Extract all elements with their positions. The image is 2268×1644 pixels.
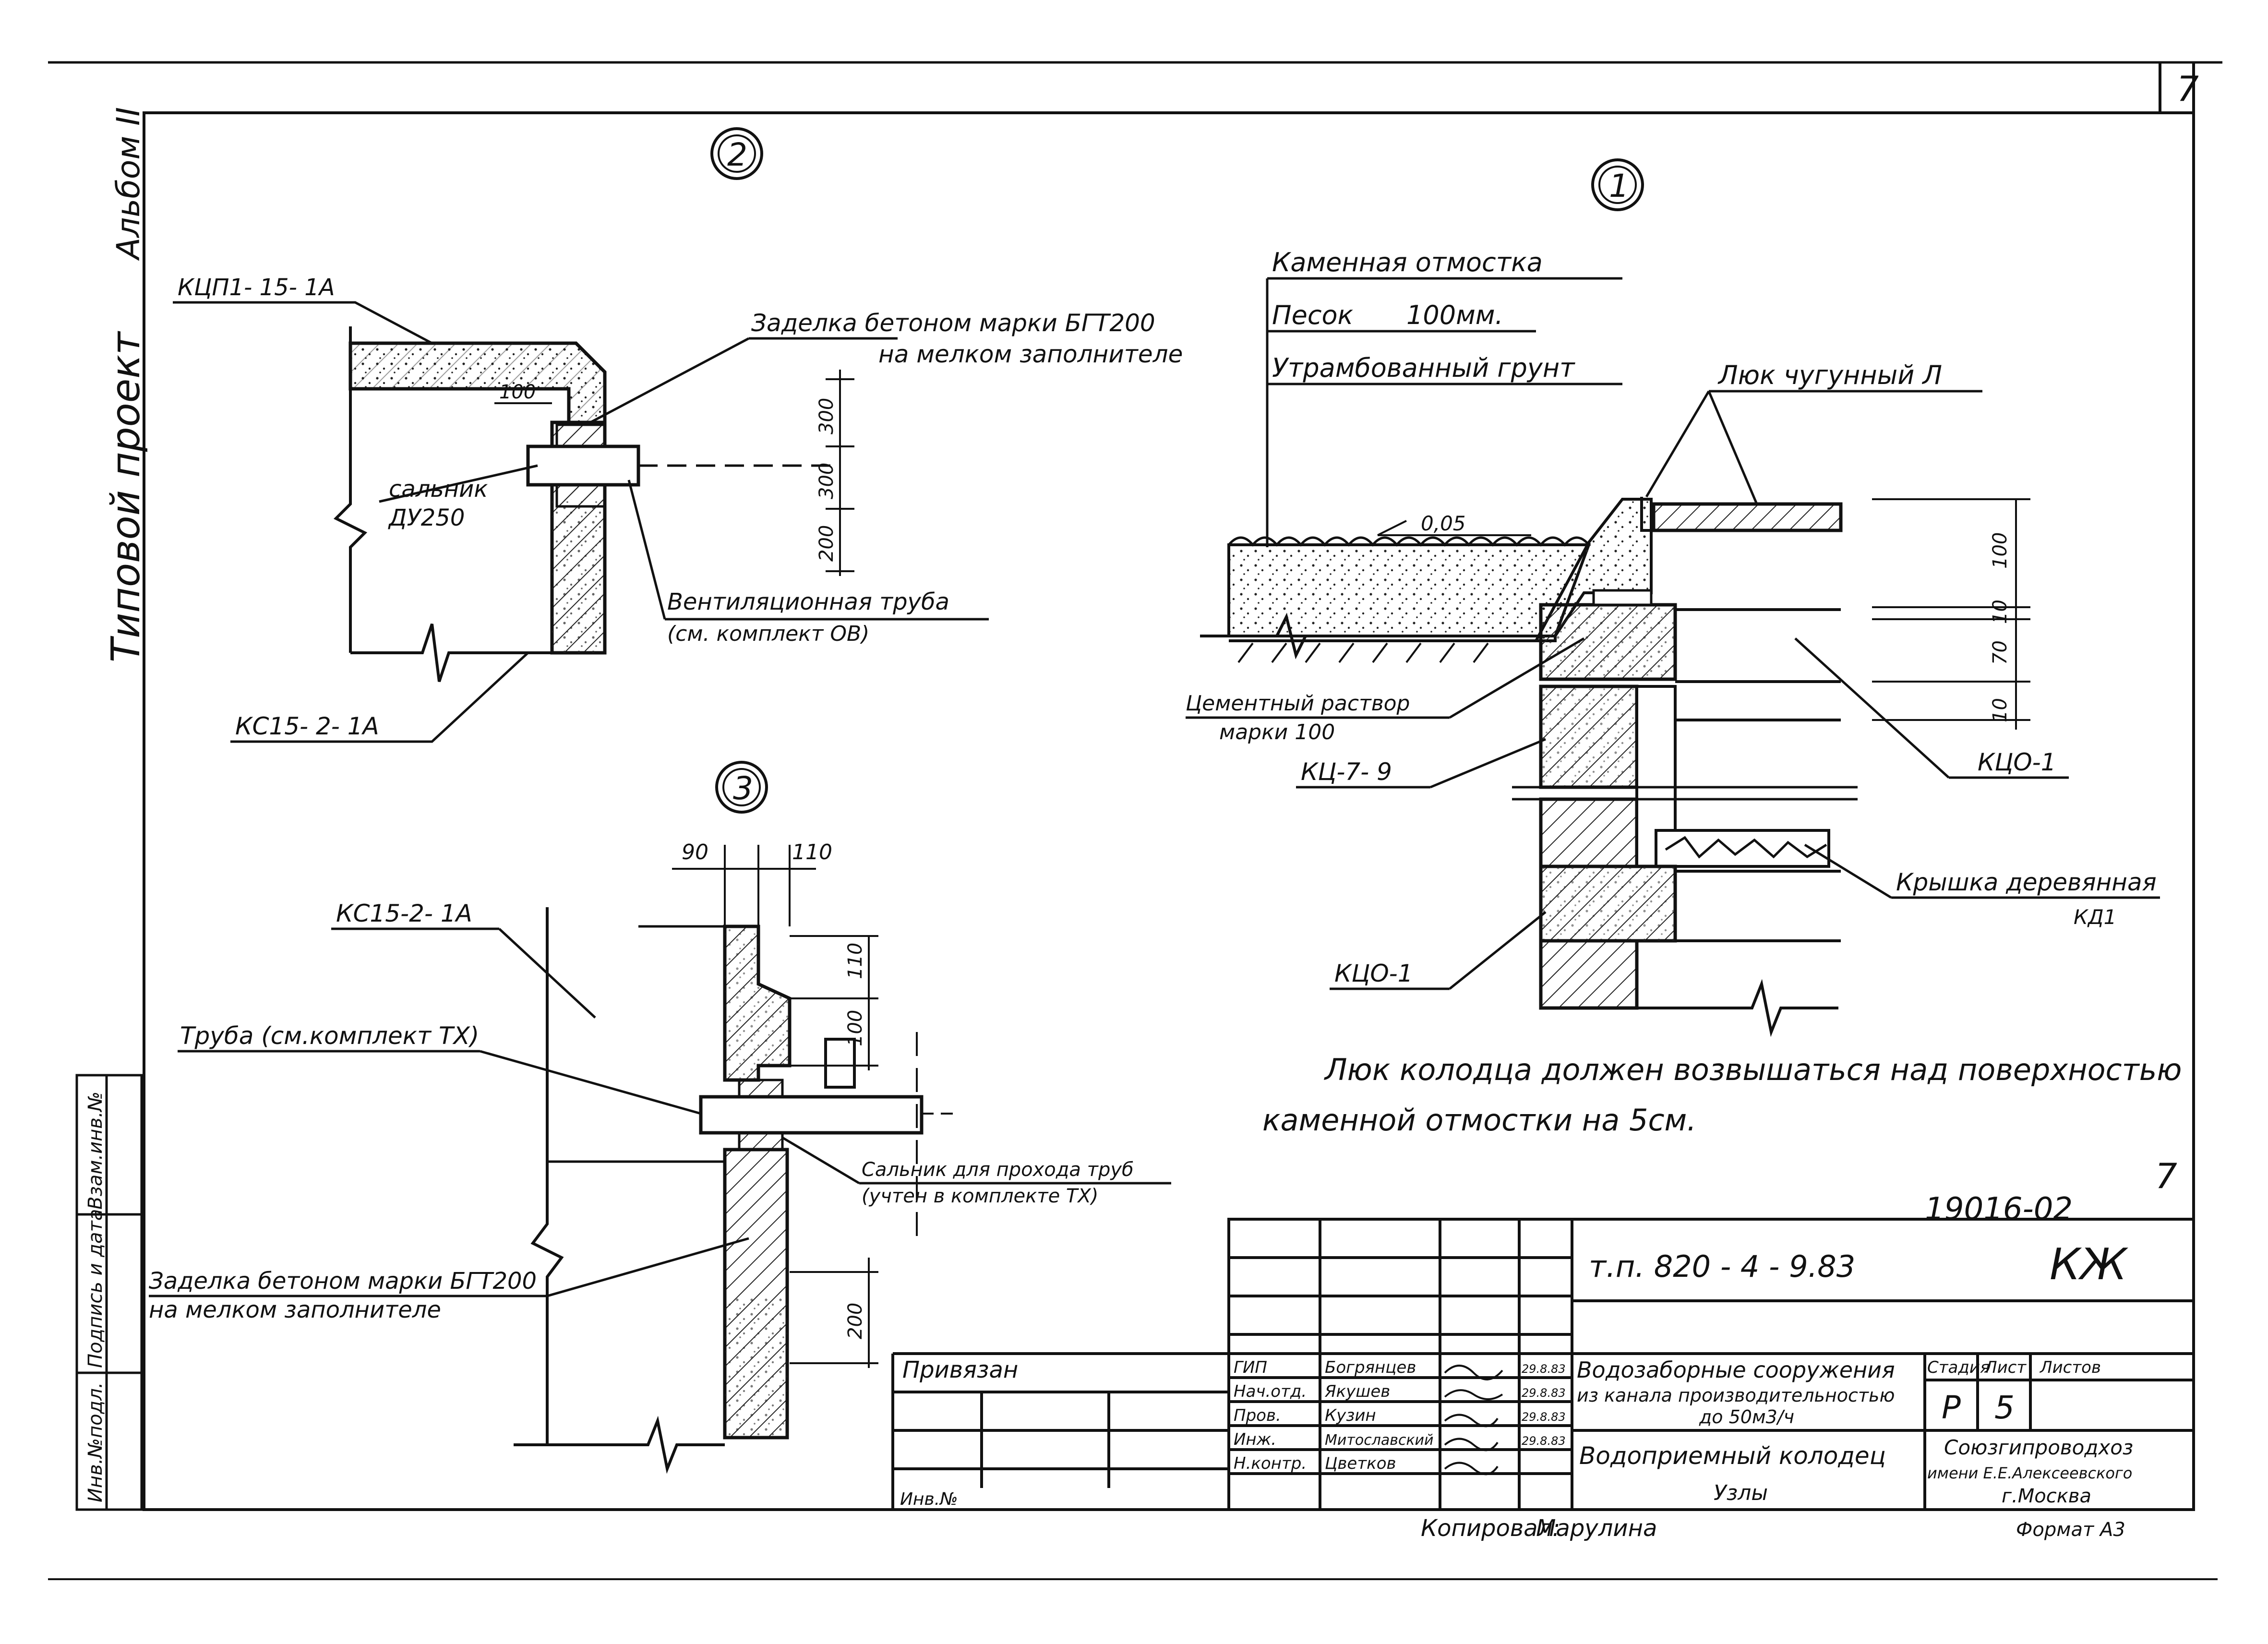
side-stamp xyxy=(75,1074,143,1511)
node-1-ring-label: КЦ-7- 9 xyxy=(1301,758,1392,786)
role-5: Н.контр. xyxy=(1234,1454,1307,1473)
title-line-4: Водоприемный колодец xyxy=(1579,1442,1886,1470)
stamp-inv-orig: Инв.№подл. xyxy=(84,1382,107,1502)
node-1-number: 1 xyxy=(1609,168,1629,204)
date-4: 29.8.83 xyxy=(1522,1434,1566,1448)
copied-label: Копировал: xyxy=(1421,1515,1560,1542)
name-2: Якушев xyxy=(1324,1382,1390,1401)
node-1-mortar-2: марки 100 xyxy=(1219,720,1335,744)
node-2-dim-300: 300 xyxy=(816,398,838,434)
node-3-dim-110: 110 xyxy=(792,840,832,864)
node-1-slope: 0,05 xyxy=(1421,512,1466,535)
date-2: 29.8.83 xyxy=(1522,1386,1566,1400)
org-line-2: имени Е.Е.Алексеевского xyxy=(1927,1464,2132,1482)
node-1-layer-2-thickness: 100мм. xyxy=(1406,300,1503,330)
sheets-header: Листов xyxy=(2039,1358,2101,1377)
node-1-dim-10a: 10 xyxy=(1989,600,2011,624)
format-label: Формат А3 xyxy=(2016,1519,2125,1541)
node-3-dim-110v: 110 xyxy=(844,943,866,979)
title-line-1: Водозаборные сооружения xyxy=(1577,1357,1895,1383)
node-2-gland-label: сальник xyxy=(389,476,488,503)
node-3-pipe-label: Труба (см.комплект ТХ) xyxy=(180,1022,479,1050)
node-1-mortar: Цементный раствор xyxy=(1186,691,1410,716)
side-labels: Альбом II Типовой проект xyxy=(103,107,149,662)
node-1-plate-label-2: КЦО-1 xyxy=(1334,960,1413,987)
node-3-dim-100: 100 xyxy=(844,1010,866,1046)
node-3-ring-label: КС15-2- 1А xyxy=(336,900,472,927)
page-number: 7 xyxy=(2177,69,2199,109)
title-line-3: до 50м3/ч xyxy=(1699,1406,1794,1428)
node-2-vent-pipe-ref: (см. комплект ОВ) xyxy=(667,622,869,646)
stage-header: Стадия xyxy=(1927,1358,1990,1377)
project-code: т.п. 820 - 4 - 9.83 xyxy=(1589,1249,1855,1284)
node-1-dim-10b: 10 xyxy=(1989,698,2011,722)
node-3-sealing-label: Заделка бетоном марки БГТ200 xyxy=(149,1268,537,1295)
album-label: Альбом II xyxy=(110,107,147,261)
drawing-mark: КЖ xyxy=(2050,1239,2129,1290)
node-2-sealing-label-2: на мелком заполнителе xyxy=(878,340,1183,368)
node-1-dim-70: 70 xyxy=(1989,640,2011,665)
org-line-3: г.Москва xyxy=(2002,1485,2091,1507)
node-1: 1 xyxy=(1186,158,2160,1037)
title-line-2: из канала производительностью xyxy=(1577,1385,1895,1406)
node-2-dim-300b: 300 xyxy=(816,463,838,499)
node-2-gland-size: ДУ250 xyxy=(388,504,465,531)
org-line-1: Союзгипроводхоз xyxy=(1944,1436,2133,1459)
node-2-vent-pipe-label: Вентиляционная труба xyxy=(667,588,949,615)
title-line-5: Узлы xyxy=(1714,1481,1768,1505)
copied-by: Марулина xyxy=(1536,1515,1657,1542)
node-1-hatch-label: Люк чугунный Л xyxy=(1717,360,1942,390)
name-1: Богрянцев xyxy=(1325,1358,1416,1377)
node-2-ring-label: КС15- 2- 1А xyxy=(235,712,379,740)
role-1: ГИП xyxy=(1234,1358,1267,1377)
role-4: Инж. xyxy=(1234,1430,1276,1449)
node-2-number: 2 xyxy=(727,136,747,173)
node-3-gland-label: Сальник для прохода труб xyxy=(862,1159,1134,1181)
node-3-dim-90: 90 xyxy=(682,840,708,864)
node-2-slab-label: КЦП1- 15- 1А xyxy=(178,274,335,301)
role-3: Пров. xyxy=(1234,1406,1281,1425)
node-3-gland-label-2: (учтен в комплекте ТХ) xyxy=(862,1185,1098,1207)
sheet-frame xyxy=(48,61,2222,1580)
node-3-number: 3 xyxy=(733,770,753,807)
role-2: Нач.отд. xyxy=(1234,1382,1307,1401)
document-number: 19016-02 xyxy=(1925,1191,2073,1227)
node-1-lid-mark: КД1 xyxy=(2074,905,2116,929)
sheet-mark: 7 xyxy=(2155,1156,2177,1196)
stamp-replace-inv: Взам.инв.№ xyxy=(84,1092,107,1210)
name-4: Митославский xyxy=(1325,1432,1434,1449)
node-2: 2 100 300 300 20 xyxy=(173,127,1183,743)
node-3: 3 90 110 xyxy=(149,761,1171,1474)
project-label: Типовой проект xyxy=(103,331,149,662)
title-block: 7 19016-02 xyxy=(891,1156,2195,1542)
node-1-layer-3: Утрамбованный грунт xyxy=(1272,353,1575,383)
stage-value: Р xyxy=(1942,1389,1961,1426)
node-1-dim-100: 100 xyxy=(1989,532,2011,569)
node-3-dim-200: 200 xyxy=(844,1303,866,1339)
node-2-dim-200: 200 xyxy=(816,525,838,562)
note-line-1: Люк колодца должен возвышаться над повер… xyxy=(1324,1052,2182,1087)
date-1: 29.8.83 xyxy=(1522,1362,1566,1376)
stamp-signature-date: Подпись и дата xyxy=(84,1209,107,1368)
date-3: 29.8.83 xyxy=(1522,1410,1566,1424)
sheet-header: Лист xyxy=(1984,1358,2027,1377)
node-1-layer-1: Каменная отмостка xyxy=(1272,247,1543,277)
sheet-value: 5 xyxy=(1994,1389,2015,1426)
note-line-2: каменной отмостки на 5см. xyxy=(1262,1103,1696,1138)
node-1-layer-2: Песок xyxy=(1272,300,1354,330)
node-1-lid-label: Крышка деревянная xyxy=(1896,868,2157,896)
node-2-dim-100: 100 xyxy=(499,381,536,403)
inv-no-label: Инв.№ xyxy=(900,1489,958,1509)
attached-label: Привязан xyxy=(902,1356,1018,1383)
node-3-sealing-label-2: на мелком заполнителе xyxy=(149,1296,441,1323)
name-3: Кузин xyxy=(1325,1406,1376,1425)
node-2-sealing-label: Заделка бетоном марки БГТ200 xyxy=(751,309,1155,337)
node-1-plate-label: КЦО-1 xyxy=(1978,748,2056,776)
name-5: Цветков xyxy=(1325,1454,1396,1473)
